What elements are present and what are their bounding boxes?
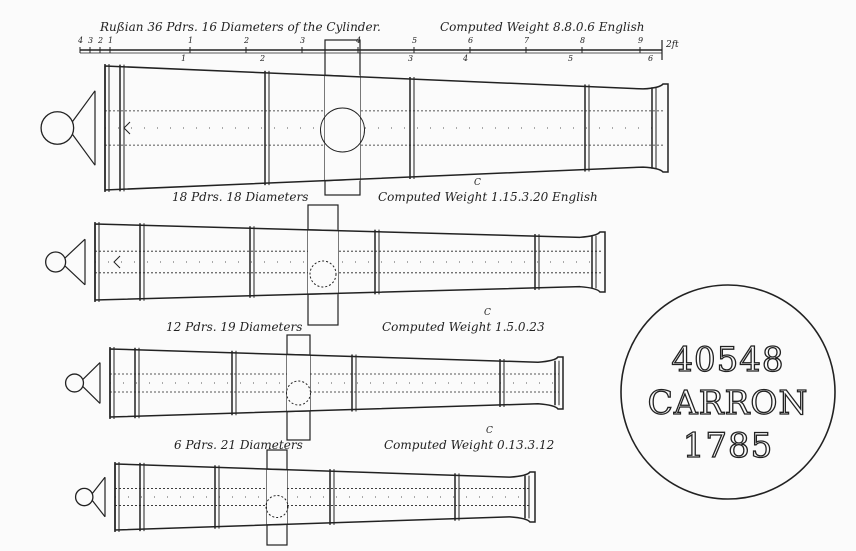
barrel-outline — [104, 65, 669, 191]
scale-tick-label: 8 — [580, 36, 586, 45]
barrel-edge — [266, 523, 288, 526]
scale-tick-label: 5 — [412, 36, 418, 45]
vent-mark — [113, 255, 121, 269]
cannon-4-unit: C — [486, 426, 493, 436]
cannon-3-weight: Computed Weight 1.5.0.23 — [382, 320, 545, 334]
scale-lower-tick-label: 5 — [568, 54, 574, 63]
scale-tick-label: 4 — [78, 36, 84, 45]
scale-tick-label: 2 — [244, 36, 250, 45]
cascabel-knob — [64, 373, 85, 393]
cannon-2-drawing — [45, 204, 606, 326]
breech-curve-bottom — [72, 134, 96, 166]
scale-tick-label: 2 — [98, 36, 104, 45]
scale-lower-tick-label: 3 — [408, 54, 414, 63]
scale-lower-tick-label: 4 — [463, 54, 469, 63]
cannon-4-weight: Computed Weight 0.13.3.12 — [384, 438, 555, 452]
barrel-edge — [324, 178, 361, 182]
carron-seal-ring — [620, 284, 836, 500]
scale-tick-label: 3 — [88, 36, 94, 45]
cascabel-knob — [74, 487, 94, 507]
scale-lower-tick-label: 2 — [260, 54, 266, 63]
seal-year: 1785 — [682, 425, 774, 466]
scale-tick-label: 9 — [638, 36, 644, 45]
cannon-1-title: Rußian 36 Pdrs. 16 Diameters of the Cyli… — [100, 20, 381, 34]
breech-curve-bottom — [91, 500, 106, 518]
breech-curve-bottom — [64, 265, 86, 286]
trunnion-circle — [265, 495, 289, 518]
scale-tick-label: 4 — [356, 36, 362, 45]
vent-mark — [123, 121, 131, 135]
breech-curve-top — [64, 238, 86, 259]
breech-curve-bottom — [82, 386, 101, 404]
trunnion-circle — [286, 380, 311, 406]
barrel-outline — [109, 348, 564, 418]
seal-name: CARRON — [647, 382, 809, 422]
cannon-2-title: 18 Pdrs. 18 Diameters — [172, 190, 309, 204]
trunnion-mask — [267, 469, 287, 525]
cannon-3-drawing — [64, 334, 564, 441]
cannon-3-title: 12 Pdrs. 19 Diameters — [166, 320, 303, 334]
barrel-edge — [307, 292, 339, 295]
trunnion-circle — [309, 260, 337, 288]
barrel-outline — [114, 463, 536, 531]
cannon-3-unit: C — [484, 308, 491, 318]
barrel-edge — [286, 353, 311, 356]
scale-end-label: 2ft — [666, 40, 679, 50]
trunnion-mask — [287, 354, 310, 412]
scale-tick-label: 7 — [524, 36, 530, 45]
cannon-4-title: 6 Pdrs. 21 Diameters — [174, 438, 303, 452]
barrel-outline — [94, 223, 606, 301]
breech-curve-top — [82, 362, 101, 380]
cannon-1-weight: Computed Weight 8.8.0.6 English — [440, 20, 645, 34]
cascabel-knob — [45, 251, 67, 273]
trunnion-mask — [325, 75, 360, 181]
scale-lower-tick-label: 6 — [648, 54, 654, 63]
cannon-2-unit: C — [474, 178, 481, 188]
scale-tick-label: 1 — [188, 36, 194, 45]
scale-tick-label: 3 — [300, 36, 306, 45]
barrel-edge — [266, 468, 288, 471]
trunnion-circle — [320, 107, 365, 153]
breech-curve-top — [72, 90, 96, 122]
cascabel-knob — [40, 111, 75, 145]
breech-curve-top — [91, 476, 106, 494]
cannon-2-weight: Computed Weight 1.15.3.20 English — [378, 190, 598, 204]
cannon-1-drawing — [40, 39, 669, 196]
trunnion-mask — [308, 229, 338, 295]
scale-tick-label: 6 — [468, 36, 474, 45]
scale-tick-label: 1 — [108, 36, 114, 45]
seal-number: 40548 — [671, 339, 785, 380]
cannon-4-drawing — [74, 449, 536, 546]
scale-bar — [79, 40, 663, 60]
barrel-edge — [307, 229, 339, 232]
barrel-edge — [286, 410, 311, 413]
barrel-edge — [324, 74, 361, 78]
scale-lower-tick-label: 1 — [181, 54, 187, 63]
